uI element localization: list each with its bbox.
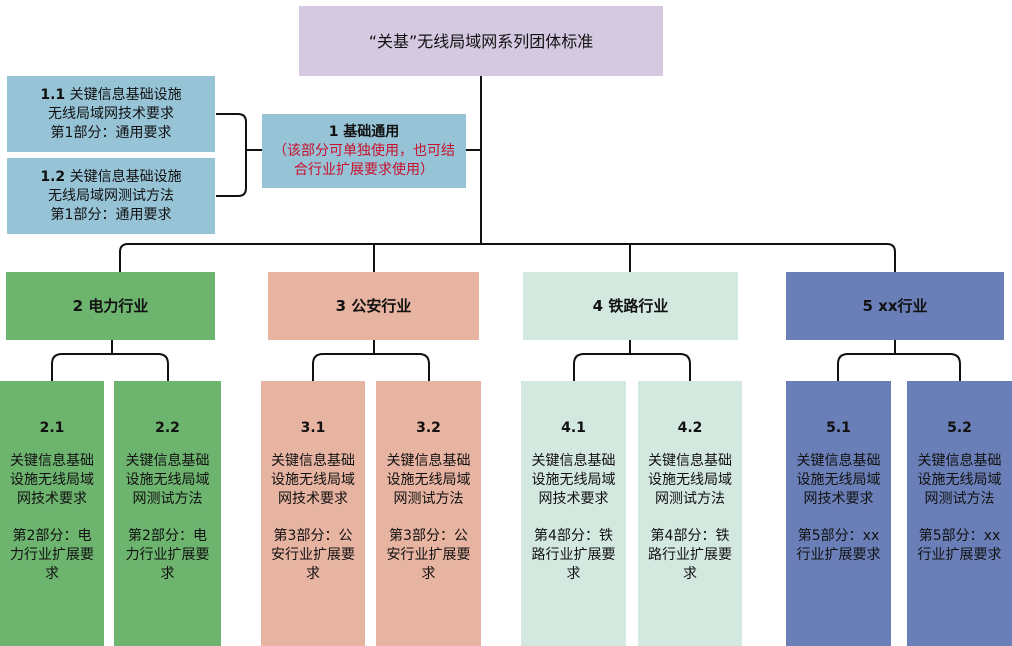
basic-general-box: 1 基础通用 （该部分可单独使用，也可结合行业扩展要求使用）: [262, 114, 466, 188]
standard-2-2-box: 2.2 关键信息基础设施无线局域网测试方法 第2部分：电力行业扩展要求: [114, 381, 221, 646]
standard-title: 关键信息基础设施无线局域网测试方法: [917, 453, 1002, 507]
standard-title: 关键信息基础设施无线局域网测试方法: [125, 453, 210, 507]
standard-part: 第3部分：公安行业扩展要求: [271, 528, 355, 582]
standard-number: 4.2: [677, 420, 703, 436]
connector-xx-children: [837, 340, 961, 381]
basic-general-note: （该部分可单独使用，也可结合行业扩展要求使用）: [273, 142, 455, 178]
standard-part: 第5部分：xx行业扩展要求: [796, 528, 881, 563]
connector-basic-bracket: [216, 113, 262, 197]
standard-number: 4.1: [561, 420, 586, 436]
basic-general-title: 1 基础通用: [328, 123, 400, 140]
standard-title: 关键信息基础设施无线局域网测试方法: [386, 453, 471, 507]
connector-railway-children: [573, 340, 691, 381]
industry-label: 4 铁路行业: [592, 296, 669, 315]
standard-title: 关键信息基础设施无线局域网技术要求: [531, 453, 616, 507]
item-number: 1.1: [40, 86, 66, 103]
item-number: 1.2: [40, 168, 66, 185]
standard-number: 5.1: [826, 420, 851, 436]
root-title: “关基”无线局域网系列团体标准: [368, 31, 594, 51]
connector-police-children: [312, 340, 430, 381]
root-standard-box: “关基”无线局域网系列团体标准: [299, 6, 663, 76]
standard-3-1-box: 3.1 关键信息基础设施无线局域网技术要求 第3部分：公安行业扩展要求: [261, 381, 365, 646]
standard-part: 第2部分：电力行业扩展要求: [125, 528, 210, 582]
standard-number: 5.2: [947, 420, 972, 436]
standard-title: 关键信息基础设施无线局域网技术要求: [10, 453, 94, 507]
item-line1: 关键信息基础设施: [69, 86, 182, 103]
industry-label: 5 xx行业: [862, 296, 928, 315]
connector-power-children: [51, 340, 169, 381]
industry-xx-box: 5 xx行业: [786, 272, 1004, 340]
item-line2: 无线局域网技术要求: [48, 105, 174, 122]
standard-3-2-box: 3.2 关键信息基础设施无线局域网测试方法 第3部分：公安行业扩展要求: [376, 381, 481, 646]
standard-title: 关键信息基础设施无线局域网技术要求: [271, 453, 355, 507]
industry-railway-box: 4 铁路行业: [523, 272, 738, 340]
standard-part: 第4部分：铁路行业扩展要求: [648, 528, 732, 582]
industry-police-box: 3 公安行业: [268, 272, 479, 340]
standard-part: 第4部分：铁路行业扩展要求: [531, 528, 616, 582]
basic-item-1-2: 1.2 关键信息基础设施 无线局域网测试方法 第1部分：通用要求: [7, 158, 215, 234]
item-line2: 无线局域网测试方法: [48, 187, 174, 204]
standard-part: 第2部分：电力行业扩展要求: [10, 528, 94, 582]
industry-label: 2 电力行业: [72, 296, 149, 315]
standard-title: 关键信息基础设施无线局域网技术要求: [796, 453, 881, 507]
standard-number: 3.1: [300, 420, 326, 436]
item-line3: 第1部分：通用要求: [50, 206, 172, 223]
standard-4-2-box: 4.2 关键信息基础设施无线局域网测试方法 第4部分：铁路行业扩展要求: [638, 381, 742, 646]
standard-number: 3.2: [416, 420, 441, 436]
basic-item-1-1: 1.1 关键信息基础设施 无线局域网技术要求 第1部分：通用要求: [7, 76, 215, 152]
item-line1: 关键信息基础设施: [69, 168, 182, 185]
standard-part: 第3部分：公安行业扩展要求: [386, 528, 471, 582]
connector-industry-bus: [119, 243, 896, 272]
standard-4-1-box: 4.1 关键信息基础设施无线局域网技术要求 第4部分：铁路行业扩展要求: [521, 381, 626, 646]
standard-5-1-box: 5.1 关键信息基础设施无线局域网技术要求 第5部分：xx行业扩展要求: [786, 381, 891, 646]
industry-label: 3 公安行业: [335, 296, 412, 315]
standard-number: 2.1: [39, 420, 65, 436]
industry-power-box: 2 电力行业: [6, 272, 215, 340]
item-line3: 第1部分：通用要求: [50, 124, 172, 141]
standard-title: 关键信息基础设施无线局域网测试方法: [648, 453, 732, 507]
standard-5-2-box: 5.2 关键信息基础设施无线局域网测试方法 第5部分：xx行业扩展要求: [907, 381, 1012, 646]
standard-part: 第5部分：xx行业扩展要求: [917, 528, 1002, 563]
standard-number: 2.2: [155, 420, 180, 436]
standard-2-1-box: 2.1 关键信息基础设施无线局域网技术要求 第2部分：电力行业扩展要求: [0, 381, 104, 646]
